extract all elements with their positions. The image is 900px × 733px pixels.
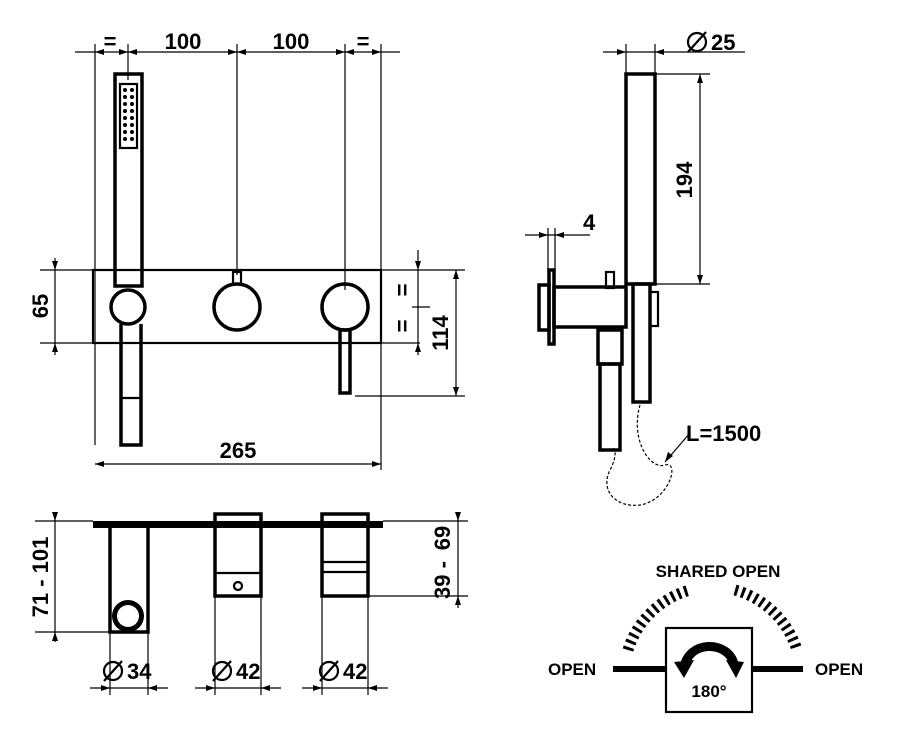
front-view: = 100 100 = 65 [28,29,465,470]
side-holder-clip [648,290,660,328]
side-holder [631,282,652,404]
dim-4-arrows [539,232,564,238]
angle-label: 180° [691,682,726,701]
side-body [552,285,628,329]
dim-spacing-1: 100 [165,29,202,54]
hand-shower [113,72,144,288]
shared-open-arc-left [622,584,692,652]
diameter-symbol [686,31,708,53]
hose [606,404,673,506]
rotation-arrow [679,642,739,670]
hose-length: L=1500 [686,421,761,446]
flow-knob [320,282,370,332]
dim-spacing-2: 100 [273,29,310,54]
side-knob-top [604,270,616,290]
dim-half-top: = [390,284,415,297]
wall-plate [91,268,383,345]
dim-projection-right-top: 69 [430,526,455,550]
side-lever [598,362,622,452]
top-view: 71 - 101 69 39 - 34 42 42 [28,512,468,695]
nozzle-dots [123,88,134,141]
dim-left-equal: = [104,29,117,54]
side-hand-shower [624,72,657,286]
diverter-knob [109,288,147,326]
dim-diameter: 25 [711,30,735,55]
dim-projection-right-bottom: 39 - [430,561,455,599]
dim-plate-height: 65 [28,294,53,318]
dim-plate-width: 265 [220,438,257,463]
top-wall-plate [93,521,383,528]
open-left-label: OPEN [548,660,596,679]
handshower-holder [119,324,143,447]
shared-open-label: SHARED OPEN [656,562,781,581]
temperature-knob [212,282,262,332]
open-right-label: OPEN [815,660,863,679]
knob-indicator [231,270,243,286]
rotation-diagram: SHARED OPEN OPEN OPEN 180° [548,562,863,714]
rotation-box [664,626,754,714]
dim-handshower-length: 194 [672,161,697,198]
side-wall-box [537,283,551,332]
side-view: 25 194 4 L=1500 [525,30,761,506]
rotation-arrow-heads [674,660,744,678]
dim-diameter-2: 42 [236,659,260,684]
dim-diameter-3: 42 [343,659,367,684]
side-hose-connector [596,328,624,366]
top-center-knob [213,512,263,598]
top-center-knob-dot [232,580,244,592]
dim-right-equal: = [357,29,370,54]
top-holder-body [108,528,150,634]
shower-head-nozzles [118,82,139,150]
dim-projection-left: 71 - 101 [28,537,53,618]
shared-open-arc-right [733,584,803,652]
dim-lever-drop: 114 [428,314,453,350]
top-dimension-arrows [95,49,381,55]
top-right-knob [320,512,370,598]
dim-half-bottom: = [390,320,415,333]
dim-diameter-1: 34 [127,659,152,684]
dim-plate-thickness: 4 [583,210,596,235]
flow-lever [338,328,352,395]
